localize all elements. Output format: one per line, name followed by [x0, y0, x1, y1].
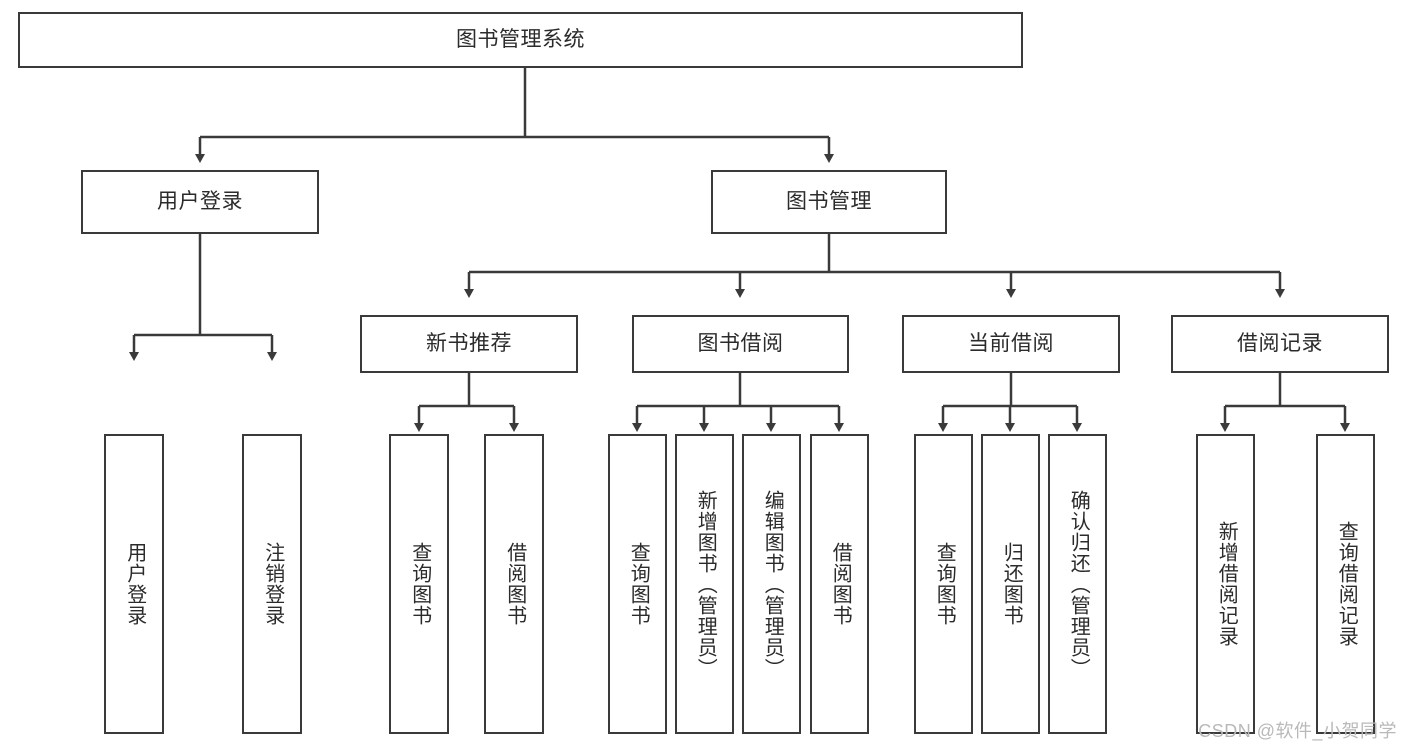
node-new-book-rec[interactable]: 新书推荐 — [360, 315, 578, 373]
node-leaf-query-book-rec[interactable]: 查询图书 — [389, 434, 449, 734]
node-book-manage[interactable]: 图书管理 — [711, 170, 947, 234]
node-leaf-query-book-cur[interactable]: 查询图书 — [914, 434, 973, 734]
node-root-label: 图书管理系统 — [456, 28, 585, 52]
node-book-borrow-label: 图书借阅 — [697, 332, 784, 356]
node-leaf-confirm-return[interactable]: 确认归还（管理员） — [1048, 434, 1107, 734]
node-user-login[interactable]: 用户登录 — [81, 170, 319, 234]
node-leaf-query-book-cur-label: 查询图书 — [933, 542, 956, 626]
node-leaf-borrow-book-rec-label: 借阅图书 — [503, 542, 526, 626]
node-leaf-borrow-book-label: 借阅图书 — [829, 542, 852, 626]
node-book-borrow[interactable]: 图书借阅 — [632, 315, 849, 373]
node-leaf-query-book-rec-label: 查询图书 — [408, 542, 431, 626]
node-leaf-query-record[interactable]: 查询借阅记录 — [1316, 434, 1375, 734]
node-leaf-logout-label: 注销登录 — [261, 542, 284, 626]
node-user-login-label: 用户登录 — [157, 190, 243, 214]
node-leaf-logout[interactable]: 注销登录 — [242, 434, 302, 734]
node-leaf-add-book[interactable]: 新增图书（管理员） — [675, 434, 734, 734]
node-borrow-record-label: 借阅记录 — [1237, 332, 1323, 356]
watermark-text: CSDN @软件_小贺同学 — [1198, 721, 1397, 741]
node-borrow-record[interactable]: 借阅记录 — [1171, 315, 1389, 373]
node-leaf-edit-book[interactable]: 编辑图书（管理员） — [742, 434, 801, 734]
node-root[interactable]: 图书管理系统 — [18, 12, 1023, 68]
node-leaf-add-book-label: 新增图书（管理员） — [694, 489, 717, 679]
node-leaf-query-record-label: 查询借阅记录 — [1335, 521, 1358, 647]
node-leaf-edit-book-label: 编辑图书（管理员） — [761, 489, 784, 679]
node-leaf-borrow-book[interactable]: 借阅图书 — [810, 434, 869, 734]
node-leaf-add-record[interactable]: 新增借阅记录 — [1196, 434, 1255, 734]
node-leaf-query-book-borrow[interactable]: 查询图书 — [608, 434, 667, 734]
node-current-borrow-label: 当前借阅 — [968, 332, 1054, 356]
node-book-manage-label: 图书管理 — [786, 190, 872, 214]
node-leaf-query-book-borrow-label: 查询图书 — [627, 542, 650, 626]
node-leaf-user-login[interactable]: 用户登录 — [104, 434, 164, 734]
node-leaf-return-book-label: 归还图书 — [1000, 542, 1023, 626]
node-current-borrow[interactable]: 当前借阅 — [902, 315, 1120, 373]
node-leaf-add-record-label: 新增借阅记录 — [1215, 521, 1238, 647]
node-leaf-borrow-book-rec[interactable]: 借阅图书 — [484, 434, 544, 734]
node-leaf-confirm-return-label: 确认归还（管理员） — [1067, 489, 1090, 679]
node-new-book-rec-label: 新书推荐 — [426, 332, 512, 356]
node-leaf-user-login-label: 用户登录 — [123, 542, 146, 626]
node-leaf-return-book[interactable]: 归还图书 — [981, 434, 1040, 734]
